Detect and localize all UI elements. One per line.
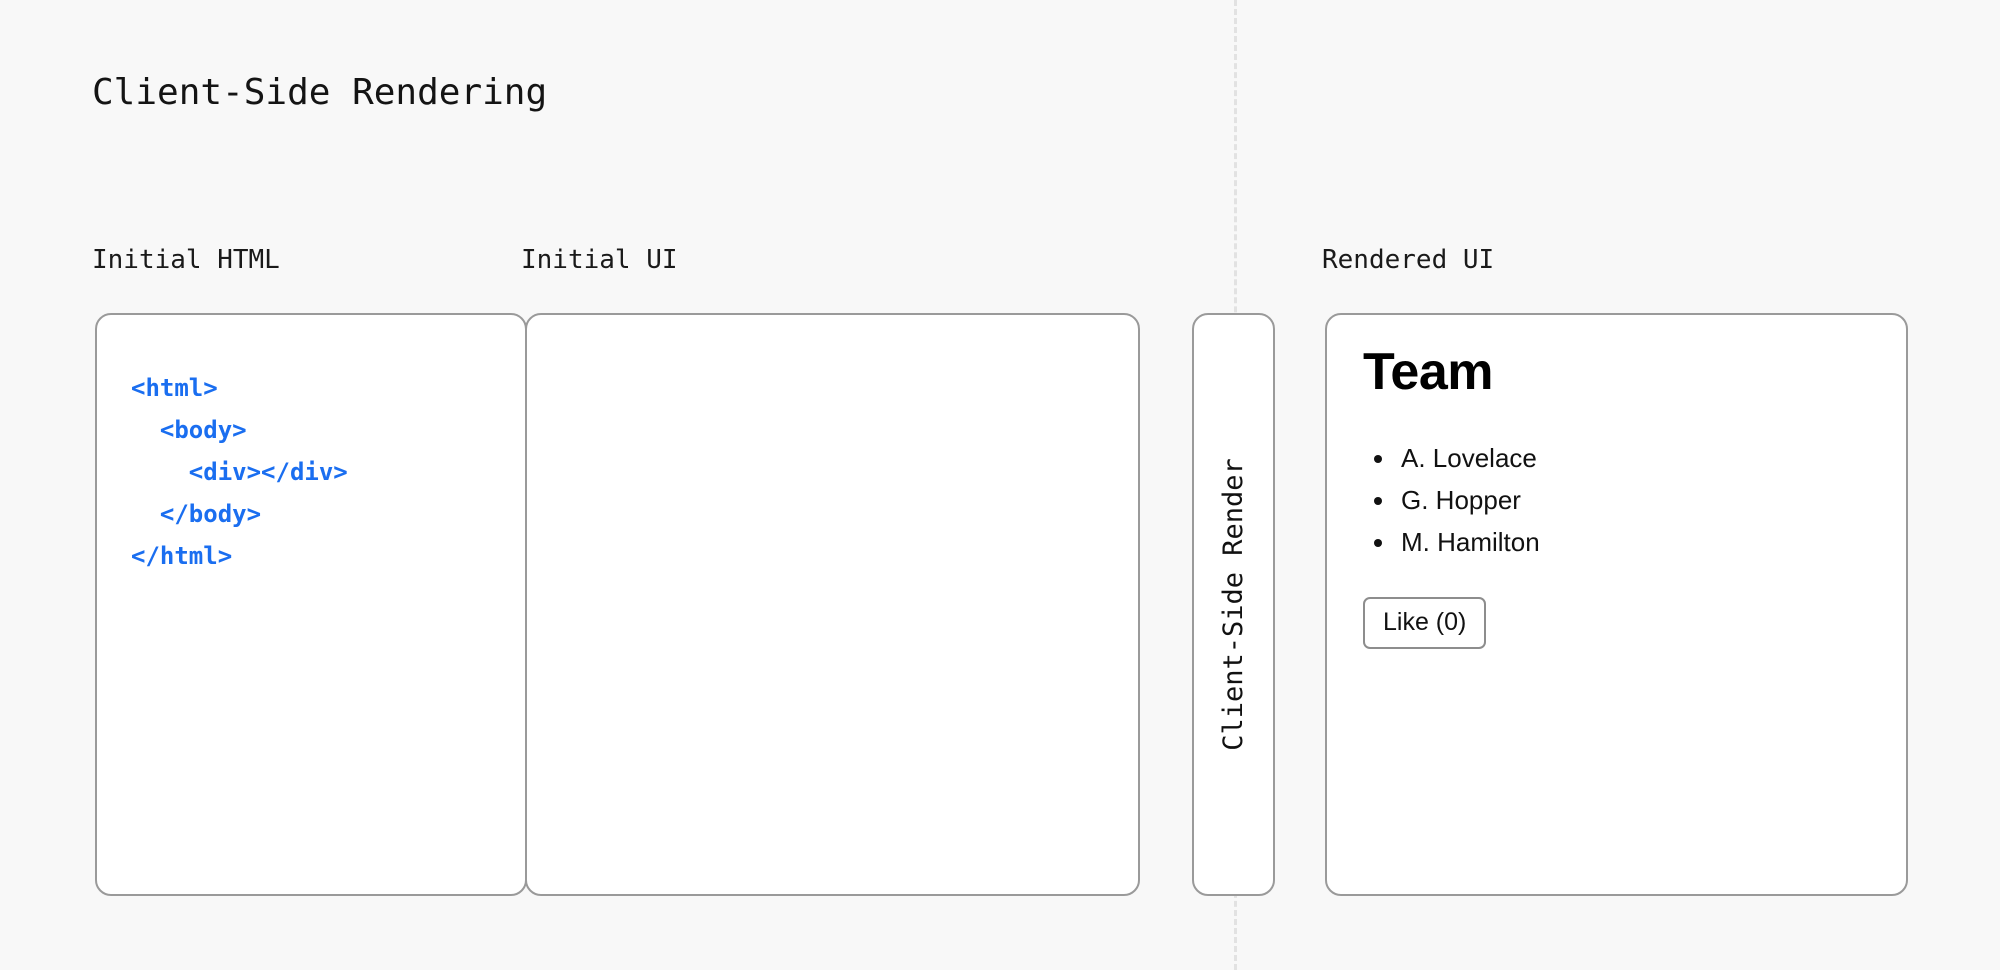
caption-rendered-ui: Rendered UI	[1322, 245, 1495, 275]
rendered-ui-card: Team A. LovelaceG. HopperM. Hamilton Lik…	[1325, 313, 1908, 896]
list-item: G. Hopper	[1397, 479, 1878, 521]
team-list: A. LovelaceG. HopperM. Hamilton	[1363, 437, 1878, 563]
list-item: M. Hamilton	[1397, 521, 1878, 563]
team-heading: Team	[1363, 343, 1493, 401]
list-item: A. Lovelace	[1397, 437, 1878, 479]
client-side-render-label: Client-Side Render	[1218, 458, 1250, 751]
client-side-render-strip: Client-Side Render	[1192, 313, 1275, 896]
initial-html-code: <html> <body> <div></div> </body> </html…	[131, 374, 348, 570]
caption-initial-html: Initial HTML	[92, 245, 280, 275]
initial-html-card: <html> <body> <div></div> </body> </html…	[95, 313, 527, 896]
caption-initial-ui: Initial UI	[521, 245, 678, 275]
strip-label-wrapper: Client-Side Render	[1194, 315, 1273, 894]
rendered-ui-content: Team A. LovelaceG. HopperM. Hamilton Lik…	[1363, 343, 1878, 650]
like-button[interactable]: Like (0)	[1363, 596, 1487, 650]
initial-ui-card	[525, 313, 1140, 896]
page-title: Client-Side Rendering	[92, 72, 548, 113]
